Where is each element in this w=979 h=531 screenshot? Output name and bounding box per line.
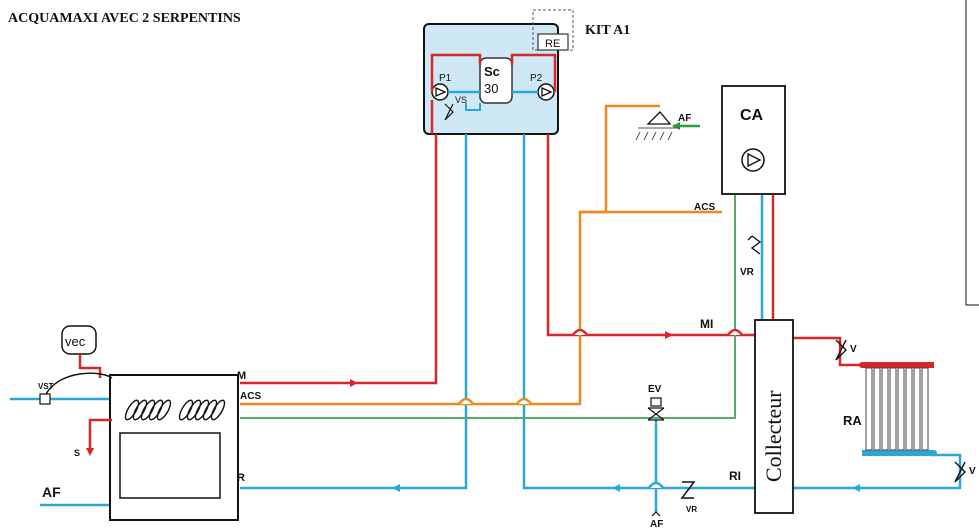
boiler-door (119, 432, 221, 499)
af-bottom-label: AF (650, 519, 663, 530)
sc-label: Sc (484, 64, 500, 79)
p1-label: P1 (439, 73, 452, 84)
ca-label: CA (740, 107, 764, 124)
p2-label: P2 (530, 73, 543, 84)
mi-label: MI (700, 317, 713, 331)
vr-top-label: VR (740, 267, 755, 278)
kit-a1-label: KIT A1 (585, 23, 630, 38)
pipe-r-return-2 (522, 134, 755, 490)
vec-label: vec (65, 334, 86, 349)
legend-box-edge (965, 0, 979, 306)
m-label: M (237, 370, 246, 382)
collecteur-box (754, 319, 794, 514)
pipe-acs (240, 210, 722, 406)
ev-actuator (650, 397, 662, 407)
valve-bottom-icon (954, 461, 966, 483)
serpentin-coil-1 (124, 399, 172, 421)
valve-top-icon (835, 339, 847, 361)
pipe-s-drain (88, 418, 112, 450)
check-valve-bottom-icon (680, 481, 696, 499)
vs-label: VS (455, 95, 467, 105)
vst-label: VST (38, 382, 54, 391)
pipe-radiator-return (793, 453, 962, 490)
re-box (537, 33, 569, 51)
page-title: ACQUAMAXI AVEC 2 SERPENTINS (8, 11, 241, 26)
sc30-exchanger (479, 57, 513, 104)
s-label: S (74, 448, 80, 458)
pipe-r-return-1 (240, 134, 468, 490)
ca-box (721, 85, 786, 195)
vst-valve-icon (39, 393, 51, 405)
serpentin-coil-2 (178, 399, 226, 421)
collecteur-label: Collecteur (761, 390, 786, 482)
r-label: R (237, 472, 245, 484)
radiator-icon (865, 367, 929, 451)
safety-valve-icon (444, 103, 454, 121)
check-valve-top-icon (747, 235, 762, 255)
ev-valve-icon (647, 407, 665, 421)
re-label: RE (545, 38, 560, 50)
pipe-green (240, 195, 736, 419)
pipe-m-flow (240, 134, 438, 385)
v-bottom-label: V (969, 466, 976, 477)
ri-label: RI (729, 469, 741, 483)
radiator-bottom-header (862, 450, 934, 456)
shower-icon (646, 111, 672, 125)
af-top-label: AF (678, 113, 691, 124)
acs-right-label: ACS (694, 202, 715, 213)
acs-left-label: ACS (240, 391, 261, 402)
ra-label: RA (843, 413, 862, 428)
pipe-mi-flow (546, 134, 755, 337)
af-left-label: AF (42, 484, 61, 500)
vr-bottom-label: VR (686, 505, 697, 514)
ev-label: EV (648, 384, 662, 395)
pipe-radiator-flow (793, 336, 930, 367)
radiator-top-header (862, 362, 934, 368)
v-top-label: V (850, 344, 857, 355)
sc-num: 30 (484, 81, 498, 96)
